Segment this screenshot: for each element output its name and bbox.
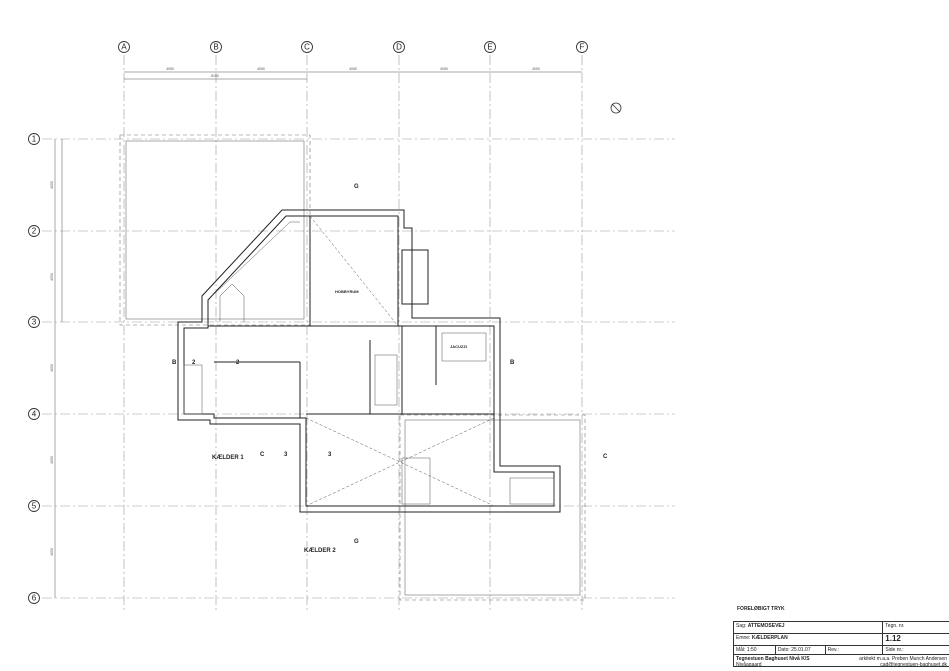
svg-text:3: 3 xyxy=(284,452,288,458)
terrace-outlines xyxy=(119,134,586,601)
firm-name: Tegnestuen Baghuset Nivå K/S xyxy=(736,656,810,662)
svg-text:5: 5 xyxy=(32,502,37,511)
dimension-lines: 4050 4050 4050 4050 4050 8100 4050 4050 … xyxy=(50,67,582,598)
row-bubbles: 1 2 3 4 5 6 xyxy=(28,133,40,604)
svg-text:4050: 4050 xyxy=(50,548,54,556)
emne-label: Emne: xyxy=(736,635,751,641)
status-label: FORELØBIGT TRYK xyxy=(737,606,785,612)
grid-lines xyxy=(42,55,675,610)
maal-label: Mål: xyxy=(736,647,746,653)
svg-text:4050: 4050 xyxy=(50,364,54,372)
tegn-value: 1.12 xyxy=(885,634,901,643)
svg-text:4050: 4050 xyxy=(166,67,174,71)
column-bubbles: A B C D E F xyxy=(118,41,588,53)
svg-text:C: C xyxy=(260,452,265,458)
dato-value: 25.01.07 xyxy=(791,647,811,653)
svg-text:HOBBYRUM: HOBBYRUM xyxy=(335,289,359,294)
svg-text:G: G xyxy=(354,539,359,545)
svg-text:A: A xyxy=(121,43,127,52)
section-markers: B B C C 3 3 2 2 G G xyxy=(172,184,608,545)
svg-text:4050: 4050 xyxy=(50,181,54,189)
svg-text:3: 3 xyxy=(328,452,332,458)
svg-text:4050: 4050 xyxy=(50,456,54,464)
firm-place: Nivåagaard xyxy=(736,662,762,668)
svg-text:B: B xyxy=(172,360,177,366)
svg-text:6: 6 xyxy=(32,594,37,603)
north-arrow-icon xyxy=(610,102,622,114)
svg-text:4050: 4050 xyxy=(50,273,54,281)
svg-text:B: B xyxy=(510,360,515,366)
maal-value: 1:50 xyxy=(746,647,757,653)
side-label: Side nr.: xyxy=(885,647,904,653)
rev-label: Rev.: xyxy=(826,646,884,654)
svg-text:4050: 4050 xyxy=(440,67,448,71)
svg-text:E: E xyxy=(487,43,492,52)
svg-text:G: G xyxy=(354,184,359,190)
stairs xyxy=(183,354,555,505)
title-block: Sag: ATTEMOSEVEJ Tegn. nr. Emne: KÆLDERP… xyxy=(733,621,949,668)
svg-text:2: 2 xyxy=(32,227,37,236)
svg-text:F: F xyxy=(580,43,585,52)
svg-text:4050: 4050 xyxy=(349,67,357,71)
svg-text:8100: 8100 xyxy=(211,74,219,78)
room-labels: HOBBYRUM JACUZZI KÆLDER 1 KÆLDER 2 xyxy=(212,289,467,554)
tegn-label: Tegn. nr. xyxy=(885,623,905,629)
svg-text:4050: 4050 xyxy=(257,67,265,71)
sag-value: ATTEMOSEVEJ xyxy=(747,623,785,629)
dato-label: Dato: xyxy=(777,647,790,653)
svg-text:4: 4 xyxy=(32,410,37,419)
svg-text:C: C xyxy=(304,43,310,52)
svg-text:3: 3 xyxy=(32,318,37,327)
svg-text:D: D xyxy=(396,43,402,52)
svg-text:JACUZZI: JACUZZI xyxy=(450,344,467,349)
svg-text:B: B xyxy=(213,43,218,52)
walls xyxy=(177,209,561,513)
email: cad@tegnestuen-baghuset.dk xyxy=(880,662,947,668)
architect: arkitekt m.a.a. Preben Munch Andersen xyxy=(859,656,947,662)
sag-label: Sag: xyxy=(736,623,747,629)
svg-text:4050: 4050 xyxy=(532,67,540,71)
svg-text:KÆLDER 1: KÆLDER 1 xyxy=(212,455,244,461)
emne-value: KÆLDERPLAN xyxy=(751,635,788,641)
svg-text:2: 2 xyxy=(236,360,240,366)
svg-text:2: 2 xyxy=(192,360,196,366)
svg-text:KÆLDER 2: KÆLDER 2 xyxy=(304,548,336,554)
svg-text:C: C xyxy=(603,454,608,460)
svg-text:1: 1 xyxy=(32,135,37,144)
